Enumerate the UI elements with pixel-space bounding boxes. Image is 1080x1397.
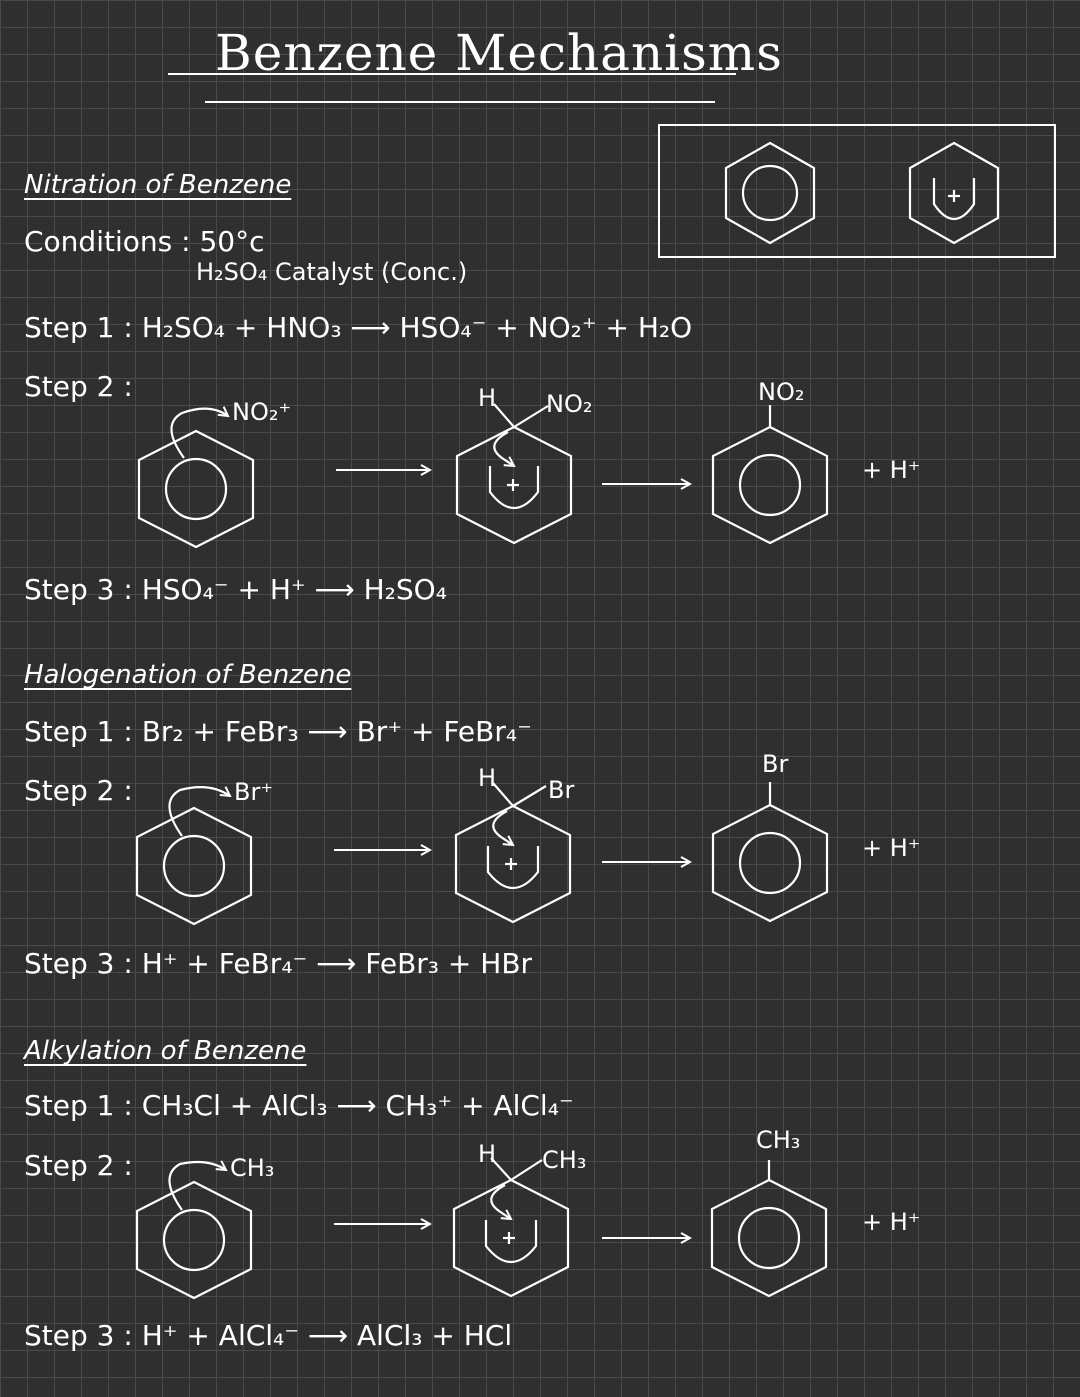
alkylation-benzene-reactant bbox=[135, 1162, 253, 1300]
alkylation-toluene-product bbox=[710, 1160, 828, 1298]
halogenation-heading: Halogenation of Benzene bbox=[24, 660, 352, 690]
nitration-plus-h: + H⁺ bbox=[862, 456, 921, 484]
nitration-arenium-intermediate bbox=[455, 403, 573, 545]
nitration-step2-label: Step 2 : bbox=[24, 370, 133, 403]
halogenation-step3: Step 3 : H⁺ + FeBr₄⁻ ⟶ FeBr₃ + HBr bbox=[24, 947, 533, 980]
benzene-legend-box bbox=[658, 124, 1056, 258]
halogenation-step1: Step 1 : Br₂ + FeBr₃ ⟶ Br⁺ + FeBr₄⁻ bbox=[24, 715, 532, 748]
nitration-benzene-reactant bbox=[137, 409, 255, 549]
halogenation-product-substituent: Br bbox=[762, 750, 789, 778]
alkylation-electrophile: CH₃ bbox=[230, 1154, 275, 1182]
alkylation-arenium-intermediate bbox=[452, 1157, 570, 1298]
alkylation-intermediate-substituent: CH₃ bbox=[542, 1146, 587, 1174]
alkylation-heading: Alkylation of Benzene bbox=[24, 1036, 307, 1066]
page-title: Benzene Mechanisms bbox=[215, 24, 783, 82]
nitration-step1: Step 1 : H₂SO₄ + HNO₃ ⟶ HSO₄⁻ + NO₂⁺ + H… bbox=[24, 311, 693, 344]
alkylation-step2-label: Step 2 : bbox=[24, 1149, 133, 1182]
halogenation-intermediate-substituent: Br bbox=[548, 776, 575, 804]
nitration-nitrobenzene-product bbox=[711, 405, 829, 545]
nitration-electrophile: NO₂⁺ bbox=[232, 398, 292, 426]
title-underline-top bbox=[168, 73, 736, 75]
halogenation-arenium-intermediate bbox=[454, 782, 572, 924]
alkylation-step1: Step 1 : CH₃Cl + AlCl₃ ⟶ CH₃⁺ + AlCl₄⁻ bbox=[24, 1089, 574, 1122]
nitration-intermediate-substituent: NO₂ bbox=[546, 390, 593, 418]
halogenation-step2-label: Step 2 : bbox=[24, 774, 133, 807]
legend-arenium-icon bbox=[908, 141, 1000, 245]
nitration-conditions: Conditions : 50°c bbox=[24, 225, 265, 258]
alkylation-plus-h: + H⁺ bbox=[862, 1208, 921, 1236]
halogenation-plus-h: + H⁺ bbox=[862, 834, 921, 862]
nitration-conditions-detail: H₂SO₄ Catalyst (Conc.) bbox=[196, 258, 468, 286]
nitration-step3: Step 3 : HSO₄⁻ + H⁺ ⟶ H₂SO₄ bbox=[24, 573, 447, 606]
title-underline-bottom bbox=[205, 101, 715, 103]
legend-benzene-icon bbox=[724, 141, 816, 245]
nitration-heading: Nitration of Benzene bbox=[24, 170, 292, 200]
nitration-product-substituent: NO₂ bbox=[758, 378, 805, 406]
alkylation-product-substituent: CH₃ bbox=[756, 1126, 801, 1154]
alkylation-step3: Step 3 : H⁺ + AlCl₄⁻ ⟶ AlCl₃ + HCl bbox=[24, 1319, 513, 1352]
halogenation-electrophile: Br⁺ bbox=[234, 778, 273, 806]
nitration-intermediate-h: H bbox=[478, 384, 497, 412]
halogenation-bromobenzene-product bbox=[711, 782, 829, 923]
halogenation-benzene-reactant bbox=[135, 785, 253, 926]
halogenation-intermediate-h: H bbox=[478, 764, 497, 792]
